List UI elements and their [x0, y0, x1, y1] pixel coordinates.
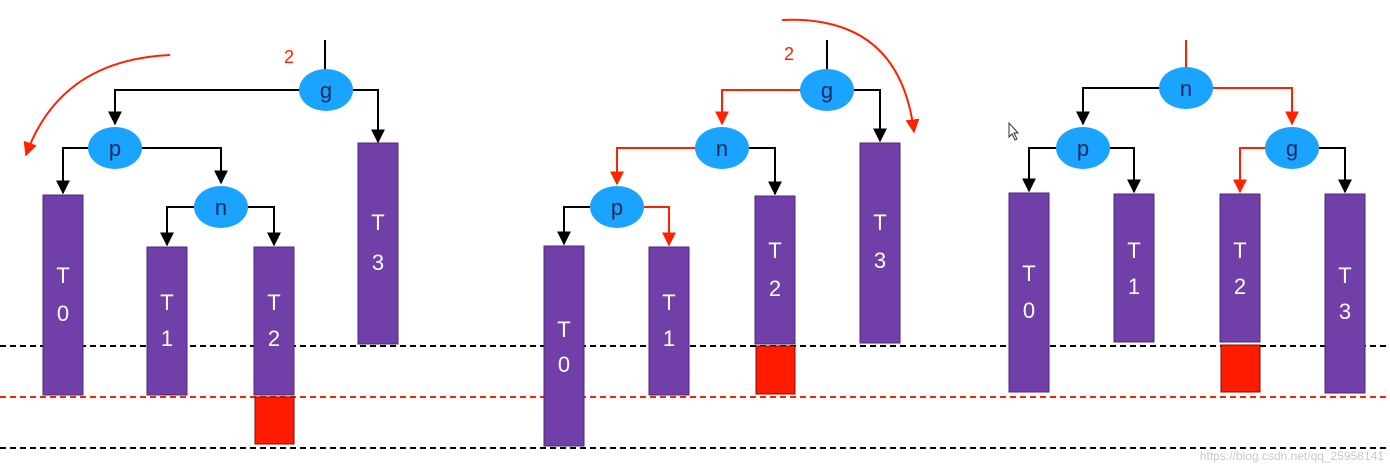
svg-text:2: 2 [268, 326, 280, 351]
edge-g-n [722, 90, 801, 124]
svg-text:T: T [160, 290, 173, 315]
edge-p-t1 [644, 207, 669, 245]
subtree-t1: T 1 [649, 247, 689, 395]
svg-text:3: 3 [874, 248, 886, 273]
edge-n-t1 [167, 207, 194, 245]
subtree-t3: T 3 [1325, 194, 1365, 393]
edge-n-p [617, 148, 696, 184]
svg-text:T: T [1022, 261, 1035, 286]
subtree-t2: T 2 [254, 247, 294, 395]
svg-text:g: g [821, 78, 833, 103]
subtree-t0: T 0 [43, 195, 83, 395]
overflow-block [756, 346, 795, 394]
svg-text:n: n [1180, 76, 1192, 101]
node-p: p [88, 127, 142, 169]
svg-text:3: 3 [1339, 299, 1351, 324]
edge-n-g [1212, 88, 1292, 124]
edge-g-t2 [1240, 148, 1266, 192]
svg-text:n: n [215, 195, 227, 220]
node-p: p [590, 186, 644, 228]
subtree-t2: T 2 [1220, 194, 1260, 342]
balance-factor: 2 [784, 44, 794, 64]
svg-text:T: T [371, 210, 384, 235]
svg-text:T: T [56, 263, 69, 288]
edge-g-t3 [853, 90, 880, 141]
node-n: n [695, 127, 749, 169]
edge-n-t2 [248, 207, 274, 245]
svg-text:T: T [557, 317, 570, 342]
overflow-block [1221, 345, 1260, 392]
svg-text:p: p [109, 136, 121, 161]
svg-text:T: T [1127, 238, 1140, 263]
edge-p-t0 [63, 148, 88, 193]
svg-text:0: 0 [558, 352, 570, 377]
edge-g-p [115, 90, 300, 124]
svg-text:n: n [716, 136, 728, 161]
edge-n-p [1083, 88, 1160, 124]
svg-text:1: 1 [663, 326, 675, 351]
overflow-block [255, 397, 294, 444]
node-n: n [194, 186, 248, 228]
svg-text:g: g [320, 78, 332, 103]
svg-text:2: 2 [1234, 274, 1246, 299]
svg-text:T: T [267, 290, 280, 315]
svg-text:g: g [1286, 136, 1298, 161]
edge-p-t1 [1110, 148, 1134, 192]
svg-text:0: 0 [1023, 298, 1035, 323]
svg-text:T: T [1338, 263, 1351, 288]
node-g: g [299, 69, 353, 111]
diagram-3: T 0 T 1 T 2 T 3 n p g [1009, 40, 1365, 393]
cursor-icon [1009, 123, 1018, 140]
subtree-t1: T 1 [147, 247, 187, 395]
edge-p-t0 [1029, 148, 1056, 191]
svg-text:1: 1 [161, 326, 173, 351]
edge-g-t3 [352, 90, 378, 142]
node-g: g [800, 69, 854, 111]
svg-text:T: T [662, 290, 675, 315]
svg-text:p: p [1077, 136, 1089, 161]
edge-n-t2 [748, 148, 775, 194]
diagram-2: 2 T 0 T 1 T 2 T 3 g [544, 20, 914, 446]
svg-text:p: p [611, 195, 623, 220]
subtree-t0: T 0 [1009, 193, 1049, 392]
edge-p-t0 [564, 207, 590, 244]
svg-text:1: 1 [1128, 274, 1140, 299]
svg-text:0: 0 [57, 301, 69, 326]
subtree-t0: T 0 [544, 246, 584, 446]
node-p: p [1056, 127, 1110, 169]
svg-text:T: T [768, 238, 781, 263]
svg-text:2: 2 [769, 276, 781, 301]
subtree-t2: T 2 [755, 196, 795, 344]
diagram-1: 2 T 0 T 1 T 2 T 3 [26, 40, 398, 444]
subtree-t1: T 1 [1114, 194, 1154, 342]
edge-g-t3 [1318, 148, 1345, 192]
svg-text:T: T [1233, 238, 1246, 263]
node-g: g [1265, 127, 1319, 169]
svg-text:3: 3 [372, 250, 384, 275]
edge-p-n [142, 148, 221, 183]
node-n: n [1159, 67, 1213, 109]
watermark: https://blog.csdn.net/qq_25958141 [1200, 449, 1384, 463]
subtree-t3: T 3 [358, 143, 398, 344]
balance-factor: 2 [284, 47, 294, 67]
svg-text:T: T [873, 210, 886, 235]
rotation-arrow [782, 20, 914, 132]
subtree-t3: T 3 [860, 143, 900, 343]
